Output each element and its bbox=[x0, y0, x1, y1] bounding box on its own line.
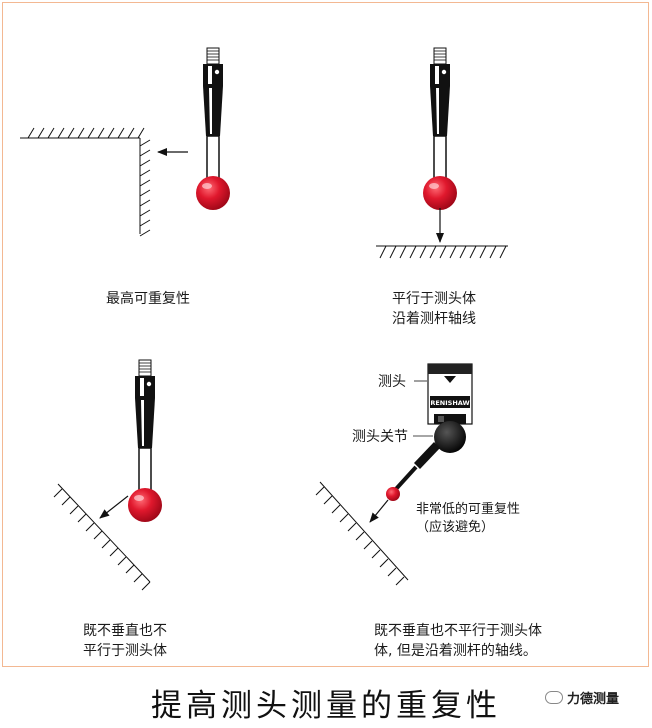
caption-parallel-line1: 平行于测头体 bbox=[392, 291, 476, 307]
figure-frame bbox=[2, 2, 649, 667]
chat-bubble-icon bbox=[545, 691, 563, 704]
panel-neither bbox=[53, 359, 163, 591]
caption-parallel-line2: 沿着测杆轴线 bbox=[392, 311, 476, 327]
panel-along-axis: RENISHAW bbox=[315, 363, 473, 586]
inclined-surface bbox=[53, 483, 151, 591]
caption-best-repeatability: 最高可重复性 bbox=[106, 291, 190, 307]
brand-name: 力德测量 bbox=[567, 692, 620, 707]
probe-brand-label: RENISHAW bbox=[430, 399, 469, 407]
label-avoid: （应该避免） bbox=[416, 520, 495, 535]
probe-body: RENISHAW bbox=[427, 363, 473, 425]
corner-surface bbox=[20, 127, 151, 237]
brand-watermark: 力德测量 bbox=[545, 688, 619, 707]
caption-neither-line2: 平行于测头体 bbox=[83, 643, 167, 659]
stylus-angled bbox=[386, 442, 440, 501]
caption-neither-line1: 既不垂直也不 bbox=[83, 623, 167, 639]
stylus-probe bbox=[195, 47, 231, 211]
caption-axis-line2: 体, 但是沿着测杆的轴线。 bbox=[374, 643, 537, 659]
caption-axis-line1: 既不垂直也不平行于测头体 bbox=[374, 623, 542, 639]
panel-best-repeatability bbox=[20, 47, 231, 237]
floor-surface bbox=[376, 245, 508, 259]
page-title: 提高测头测量的重复性 bbox=[151, 688, 501, 724]
probe-joint bbox=[434, 421, 466, 453]
approach-arrow bbox=[369, 499, 389, 523]
label-probe: 测头 bbox=[378, 374, 406, 390]
approach-arrow bbox=[99, 495, 129, 519]
stylus-probe bbox=[127, 359, 163, 523]
stylus-probe bbox=[422, 47, 458, 211]
label-very-low-repeatability: 非常低的可重复性 bbox=[416, 502, 521, 517]
label-probe-joint: 测头关节 bbox=[352, 429, 408, 445]
inclined-surface bbox=[315, 481, 409, 586]
panel-parallel bbox=[376, 47, 508, 259]
